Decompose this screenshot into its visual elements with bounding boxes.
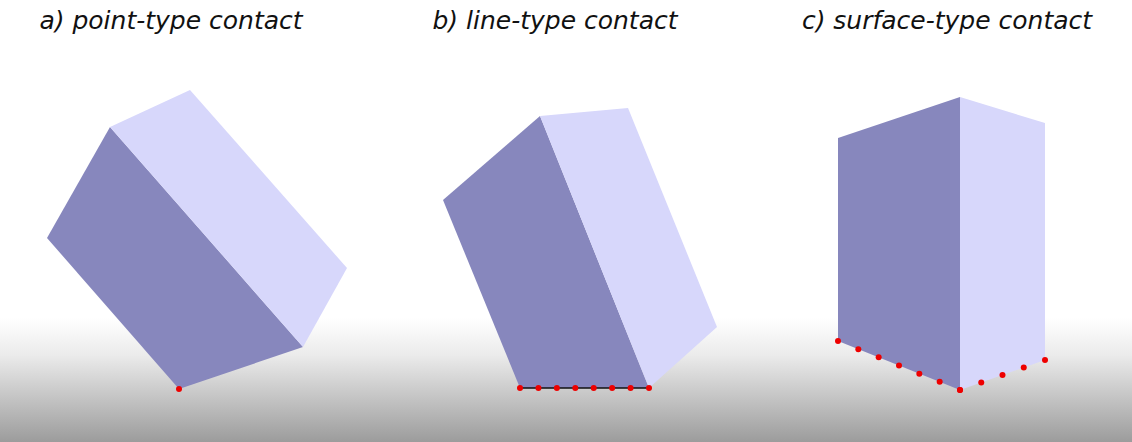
contact-point xyxy=(628,385,634,391)
contact-point xyxy=(916,371,922,377)
contact-point xyxy=(1042,357,1048,363)
contact-point xyxy=(957,387,963,393)
contact-point xyxy=(609,385,615,391)
contact-point xyxy=(957,387,963,393)
prism-point xyxy=(47,90,347,392)
contact-point xyxy=(646,385,652,391)
contact-point xyxy=(896,363,902,369)
contact-point xyxy=(978,380,984,386)
contact-point xyxy=(876,354,882,360)
contact-point xyxy=(572,385,578,391)
contact-point xyxy=(855,346,861,352)
prism-surface xyxy=(835,97,1048,393)
contact-point xyxy=(535,385,541,391)
contact-point xyxy=(591,385,597,391)
contact-point xyxy=(1000,372,1006,378)
subfigure-caption: b) line-type contact xyxy=(432,6,677,36)
contact-point xyxy=(1021,365,1027,371)
contact-point xyxy=(937,379,943,385)
subfigure-caption: c) surface-type contact xyxy=(802,6,1092,36)
subfigure-caption: a) point-type contact xyxy=(39,6,302,36)
contact-point xyxy=(554,385,560,391)
contact-point xyxy=(517,385,523,391)
prism-line xyxy=(443,108,717,391)
contact-point xyxy=(835,338,841,344)
